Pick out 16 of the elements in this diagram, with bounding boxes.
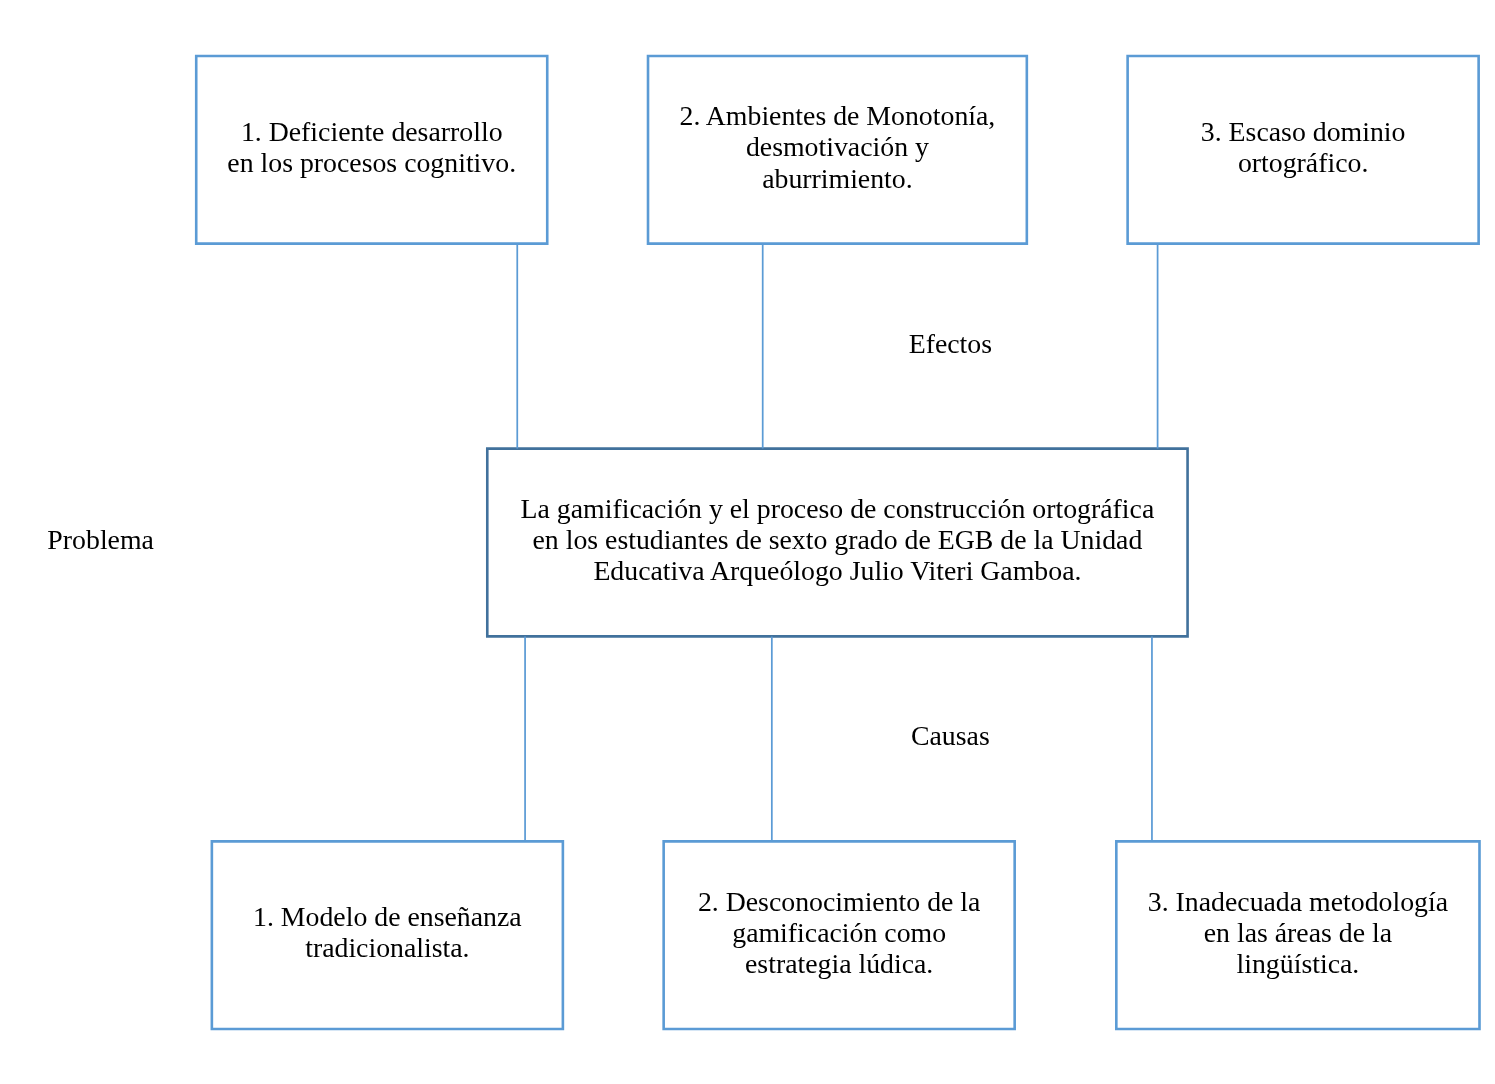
- node-box: La gamificación y el proceso de construcción ortográfica en los estudiantes de sexto grado de EGB de la Unidad Educativa Arqueólogo Julio Viteri Gamboa.: [485, 446, 1189, 638]
- connector: [1156, 242, 1159, 449]
- label: Efectos: [908, 327, 993, 359]
- node-box: 3. Escaso dominio ortográfico.: [1126, 54, 1480, 245]
- node-box: 1. Modelo de enseñanza tradicionalista.: [210, 839, 565, 1030]
- connector: [761, 242, 764, 449]
- node-box: 2. Ambientes de Monotonía, desmotivación y aburrimiento.: [646, 54, 1029, 245]
- label: Problema: [47, 523, 154, 555]
- connector: [524, 635, 526, 842]
- node-box: 2. Desconocimiento de la gamificación como estrategia lúdica.: [662, 839, 1016, 1030]
- connector: [1151, 635, 1153, 842]
- node-box: 1. Deficiente desarrollo en los procesos cognitivo.: [194, 54, 549, 245]
- connector: [770, 635, 773, 842]
- label: Causas: [911, 719, 990, 751]
- node-box: 3. Inadecuada metodología en las áreas de la lingüística.: [1115, 839, 1481, 1030]
- connector: [516, 242, 519, 449]
